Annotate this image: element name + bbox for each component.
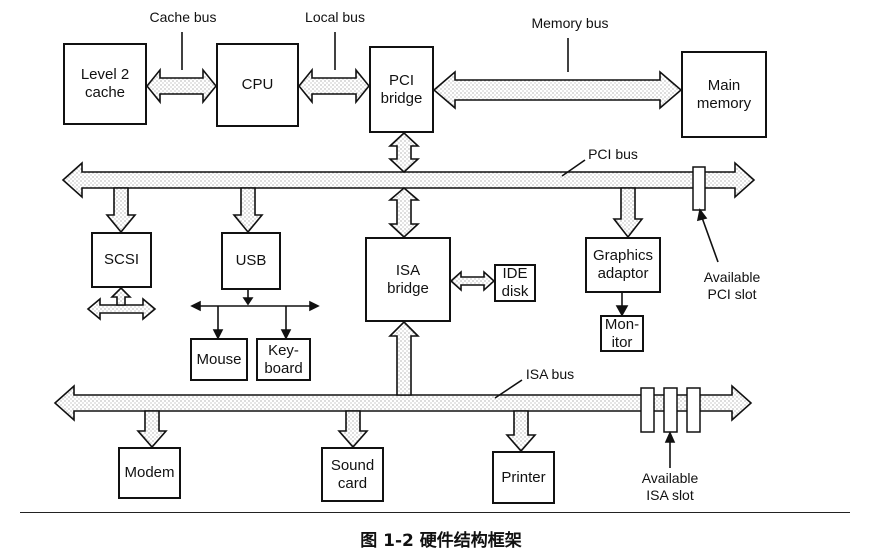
pci-bridge-link bbox=[387, 131, 421, 174]
graphics-adaptor-box: Graphics adaptor bbox=[585, 237, 661, 293]
main-memory-label: Main memory bbox=[696, 76, 752, 112]
usb-label: USB bbox=[235, 252, 267, 269]
modem-label: Modem bbox=[124, 464, 175, 481]
usb-link bbox=[232, 187, 264, 234]
pci-bus-arrow bbox=[61, 161, 756, 199]
level2-cache-box: Level 2 cache bbox=[63, 43, 147, 125]
memory-bus-label: Memory bus bbox=[531, 15, 609, 31]
isa-slot-1 bbox=[640, 387, 655, 433]
isa-bridge-label: ISA bridge bbox=[387, 261, 429, 297]
ide-link bbox=[449, 270, 496, 292]
pci-bus-leader bbox=[561, 159, 586, 177]
scsi-bus-link bbox=[110, 286, 132, 306]
cache-bus-arrow bbox=[145, 67, 218, 105]
keyboard-box: Key- board bbox=[256, 338, 311, 381]
level2-cache-label: Level 2 cache bbox=[80, 66, 130, 101]
printer-box: Printer bbox=[492, 451, 555, 504]
isa-bridge-box: ISA bridge bbox=[365, 237, 451, 322]
cpu-label: CPU bbox=[241, 76, 274, 93]
figure-caption: 图 1-2 硬件结构框架 bbox=[360, 531, 522, 551]
pci-bridge-box: PCI bridge bbox=[369, 46, 434, 133]
isa-bus-arrow bbox=[53, 384, 753, 422]
monitor-box: Mon- itor bbox=[600, 315, 644, 352]
isa-bus-leader bbox=[494, 379, 523, 399]
available-pci-slot-label: Available PCI slot bbox=[703, 269, 761, 302]
sound-link bbox=[337, 410, 369, 449]
isa-bus-label: ISA bus bbox=[525, 366, 575, 382]
keyboard-label: Key- board bbox=[264, 341, 303, 377]
isa-bridge-pci-link bbox=[387, 186, 421, 239]
scsi-bus-arrow bbox=[86, 297, 157, 321]
modem-box: Modem bbox=[118, 447, 181, 499]
scsi-box: SCSI bbox=[91, 232, 152, 288]
isa-slot-3 bbox=[686, 387, 701, 433]
monitor-label: Mon- itor bbox=[604, 315, 640, 351]
usb-box: USB bbox=[221, 232, 281, 290]
scsi-link bbox=[105, 187, 137, 234]
pci-bridge-label: PCI bridge bbox=[380, 71, 423, 107]
pci-slot bbox=[692, 166, 706, 211]
mouse-label: Mouse bbox=[196, 350, 242, 368]
graphics-adaptor-label: Graphics adaptor bbox=[592, 247, 654, 282]
sound-card-label: Sound card bbox=[330, 456, 375, 492]
ide-disk-label: IDE disk bbox=[501, 265, 529, 300]
modem-link bbox=[136, 410, 168, 449]
pci-bus-label: PCI bus bbox=[588, 146, 638, 162]
local-bus-arrow bbox=[297, 67, 371, 105]
ide-disk-box: IDE disk bbox=[494, 264, 536, 302]
main-memory-box: Main memory bbox=[681, 51, 767, 138]
memory-bus-arrow bbox=[432, 70, 683, 110]
scsi-label: SCSI bbox=[103, 251, 139, 268]
printer-label: Printer bbox=[501, 468, 546, 486]
available-isa-slot-label: Available ISA slot bbox=[641, 470, 699, 503]
isa-slot-2 bbox=[663, 387, 678, 433]
mouse-box: Mouse bbox=[190, 338, 248, 381]
caption-rule bbox=[20, 512, 850, 513]
graphics-link bbox=[612, 187, 644, 239]
pci-slot-leader bbox=[699, 211, 719, 263]
local-bus-label: Local bus bbox=[305, 9, 365, 25]
printer-link bbox=[505, 410, 537, 453]
isa-bridge-isa-link bbox=[388, 320, 420, 396]
cpu-box: CPU bbox=[216, 43, 299, 127]
cache-bus-label: Cache bus bbox=[149, 9, 217, 25]
sound-card-box: Sound card bbox=[321, 447, 384, 502]
